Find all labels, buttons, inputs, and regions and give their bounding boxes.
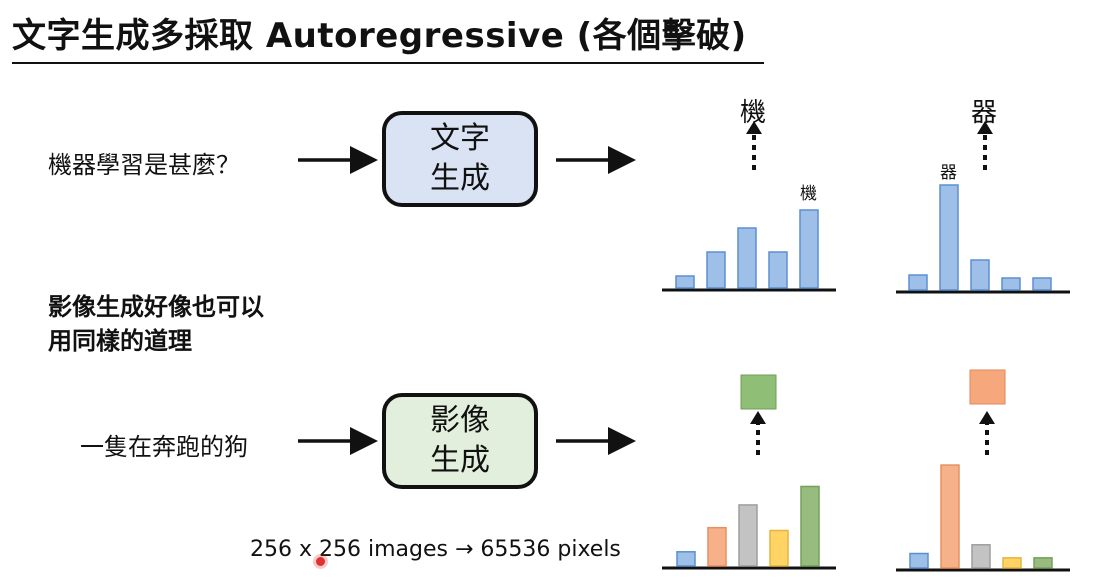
pixel-count-caption: 256 x 256 images → 65536 pixels [250,537,621,562]
chart-2-bar-1 [908,274,928,291]
chart-3-bar-1 [676,551,696,567]
pointer-dot [316,557,325,566]
bar-label-1: 機 [800,184,817,204]
chart-2-bar-5 [1032,277,1052,291]
chart-2-bar-2 [939,184,959,291]
output-token-2: 器 [971,98,998,128]
sampling-arrow-3 [750,411,766,455]
slide-title: 文字生成多採取 Autoregressive (各個擊破) [12,16,747,56]
image-box-line-2: 生成 [430,443,490,478]
image-generation-box: 影像 生成 [382,393,538,489]
analogy-note-line-2: 用同樣的道理 [48,327,192,355]
chart-4-bar-4 [1002,557,1022,569]
bar-charts [675,184,1053,569]
chart-4-bar-5 [1033,557,1053,569]
chart-4-bar-1 [909,552,929,569]
output-pixel-orange [969,369,1006,405]
output-pixel-green [740,374,777,410]
sampling-arrow-1 [746,121,762,170]
analogy-note: 影像生成好像也可以 用同樣的道理 [48,290,264,358]
image-box-line-1: 影像 [430,403,490,438]
chart-4-bar-3 [971,544,991,569]
chart-1-bar-5 [799,209,819,289]
chart-3-bar-4 [769,529,789,567]
chart-3-bar-2 [707,526,727,567]
sampling-arrow-4 [979,411,995,455]
chart-2-bar-3 [970,259,990,291]
bar-label-2: 器 [940,163,957,183]
sampling-arrow-2 [977,121,993,170]
output-token-1: 機 [740,98,767,128]
chart-1-bar-2 [706,251,726,289]
chart-3-bar-3 [738,504,758,567]
chart-4-bar-2 [940,464,960,569]
text-generation-box: 文字 生成 [382,111,538,207]
text-box-line-2: 生成 [430,161,490,196]
analogy-note-line-1: 影像生成好像也可以 [48,293,264,321]
text-box-line-1: 文字 [430,121,490,156]
chart-1-bar-4 [768,251,788,289]
chart-1-bar-3 [737,227,757,289]
text-prompt: 機器學習是甚麼？ [48,151,240,179]
chart-3-bar-5 [800,485,820,567]
title-underline [12,62,764,64]
chart-1-bar-1 [675,275,695,289]
image-prompt: 一隻在奔跑的狗 [80,433,248,461]
chart-2-bar-4 [1001,277,1021,291]
